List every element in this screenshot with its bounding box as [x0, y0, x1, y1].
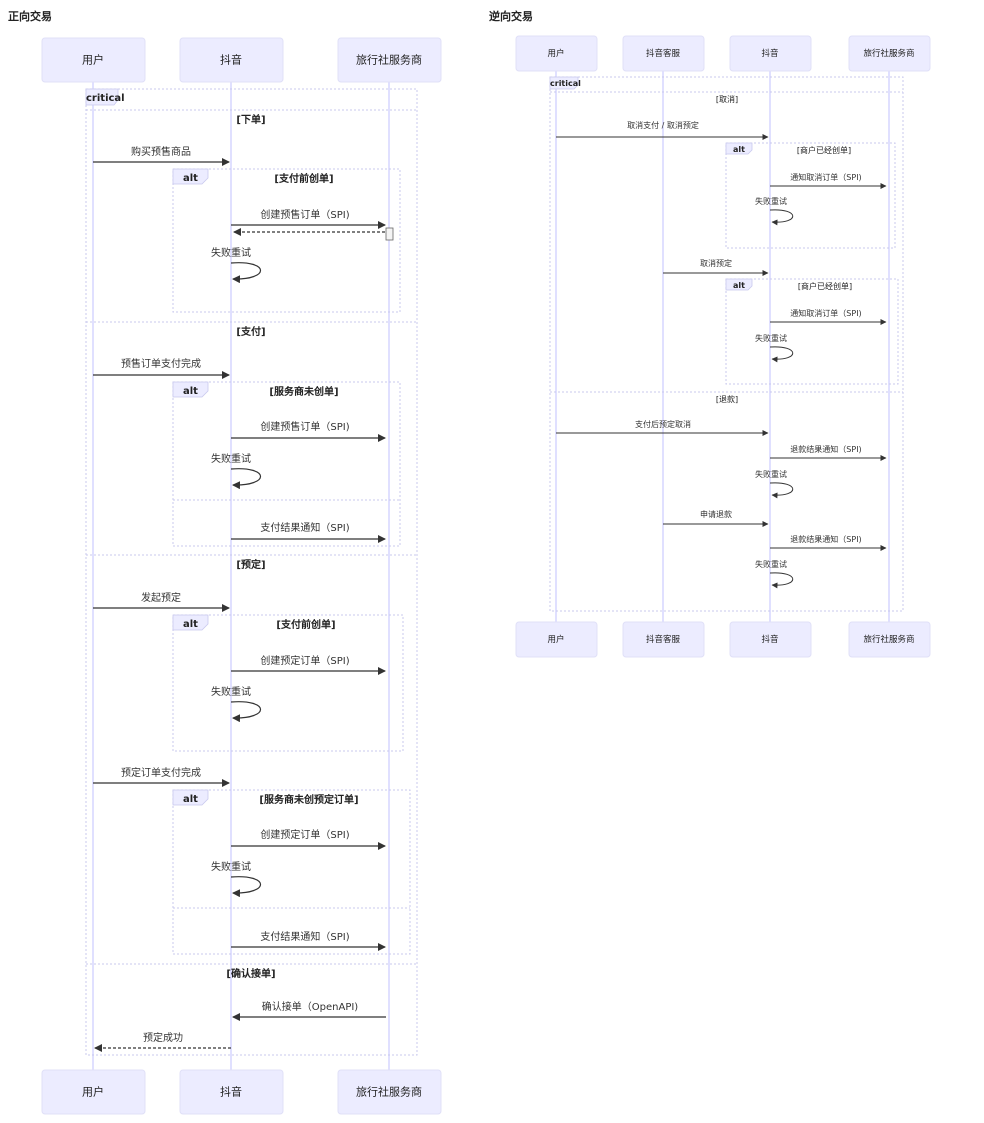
- alt-condition: [服务商未创预定订单]: [259, 793, 358, 806]
- alt-frame: alt [支付前创单]: [172, 168, 401, 313]
- self-loop-arrow: [230, 262, 262, 284]
- participant-label: 旅行社服务商: [863, 634, 914, 645]
- message-label: 预定成功: [143, 1031, 183, 1044]
- participant-douyin-top: 抖音: [729, 35, 812, 72]
- self-loop-arrow: [769, 482, 794, 499]
- forward-title: 正向交易: [8, 9, 52, 23]
- message-label: 申请退款: [700, 509, 732, 519]
- message-label: 确认接单（OpenAPI): [262, 1000, 359, 1013]
- participant-agency-top: 旅行社服务商: [337, 37, 442, 83]
- self-loop-arrow: [230, 468, 262, 490]
- participant-label: 抖音: [761, 634, 779, 645]
- message-label: 创建预售订单（SPI): [260, 420, 349, 433]
- message-label: 发起预定: [141, 591, 181, 604]
- alt-label: alt: [183, 386, 198, 397]
- participant-douyin-bottom: 抖音: [179, 1069, 284, 1115]
- alt-condition: [商户已经创单]: [797, 145, 851, 155]
- self-loop-arrow: [230, 701, 262, 723]
- alt-frame: alt [支付前创单]: [172, 614, 404, 752]
- message-label: 预售订单支付完成: [121, 357, 201, 370]
- self-loop-arrow: [769, 346, 794, 363]
- message-label: 退款结果通知（SPI): [790, 534, 861, 544]
- message-label: 失败重试: [755, 196, 787, 206]
- participant-label: 用户: [547, 634, 564, 645]
- section-condition: [预定]: [236, 558, 265, 571]
- section-condition: [退款]: [716, 394, 738, 404]
- alt-frame: alt [服务商未创单]: [172, 381, 401, 547]
- participant-label: 用户: [547, 48, 564, 59]
- section-condition: [确认接单]: [226, 967, 275, 980]
- critical-frame: critical: [85, 88, 418, 1056]
- participant-douyin-top: 抖音: [179, 37, 284, 83]
- participant-label: 抖音客服: [646, 48, 681, 59]
- alt-label: alt: [183, 794, 198, 805]
- message-label: 失败重试: [755, 469, 787, 479]
- participant-cs-top: 抖音客服: [622, 35, 705, 72]
- participant-user-top: 用户: [41, 37, 146, 83]
- reverse-title: 逆向交易: [489, 9, 533, 23]
- message-label: 失败重试: [211, 246, 251, 259]
- alt-condition: [服务商未创单]: [269, 385, 338, 398]
- message-label: 取消支付 / 取消预定: [627, 120, 699, 130]
- message-label: 创建预定订单（SPI): [260, 828, 349, 841]
- message-label: 支付结果通知（SPI): [260, 930, 349, 943]
- participant-label: 抖音客服: [646, 634, 681, 645]
- participant-label: 抖音: [761, 48, 779, 59]
- alt-frame: alt [服务商未创预定订单]: [172, 789, 411, 955]
- participant-agency-bottom: 旅行社服务商: [337, 1069, 442, 1115]
- alt-label: alt: [183, 619, 198, 630]
- alt-condition: [商户已经创单]: [798, 281, 852, 291]
- critical-frame: critical: [549, 76, 904, 612]
- alt-label: alt: [733, 145, 745, 154]
- participant-label: 抖音: [220, 53, 242, 67]
- participant-douyin-bottom: 抖音: [729, 621, 812, 658]
- alt-label: alt: [183, 173, 198, 184]
- self-loop-arrow: [769, 572, 794, 589]
- self-loop-arrow: [769, 209, 794, 226]
- participant-label: 用户: [82, 1085, 104, 1099]
- participant-agency-top: 旅行社服务商: [848, 35, 931, 72]
- alt-label: alt: [733, 281, 745, 290]
- participant-label: 旅行社服务商: [356, 53, 422, 67]
- message-label: 购买预售商品: [131, 145, 191, 158]
- participant-user-top: 用户: [515, 35, 598, 72]
- message-label: 支付结果通知（SPI): [260, 521, 349, 534]
- message-label: 失败重试: [211, 685, 251, 698]
- message-label: 支付后预定取消: [635, 419, 691, 429]
- alt-frame: alt [商户已经创单]: [725, 278, 899, 385]
- reverse-diagram: 逆向交易 用户 抖音客服 抖音 旅行社服务商 critical: [489, 9, 931, 658]
- participant-label: 旅行社服务商: [863, 48, 914, 59]
- section-condition: [取消]: [716, 94, 738, 104]
- forward-diagram: 正向交易 用户 抖音 旅行社服务商 critical [下单] [支付]: [8, 9, 442, 1115]
- alt-frame: alt [商户已经创单]: [725, 142, 896, 249]
- critical-label: critical: [550, 79, 581, 88]
- section-condition: [支付]: [236, 325, 265, 338]
- alt-condition: [支付前创单]: [274, 172, 333, 185]
- participant-label: 用户: [82, 53, 104, 67]
- critical-label: critical: [86, 93, 125, 104]
- message-label: 失败重试: [755, 333, 787, 343]
- message-label: 取消预定: [700, 258, 732, 268]
- participant-label: 旅行社服务商: [356, 1085, 422, 1099]
- participant-user-bottom: 用户: [515, 621, 598, 658]
- alt-condition: [支付前创单]: [276, 618, 335, 631]
- participant-user-bottom: 用户: [41, 1069, 146, 1115]
- activation-box: [385, 227, 394, 241]
- self-loop-arrow: [230, 876, 262, 898]
- section-condition: [下单]: [236, 113, 265, 126]
- participant-agency-bottom: 旅行社服务商: [848, 621, 931, 658]
- message-label: 退款结果通知（SPI): [790, 444, 861, 454]
- participant-label: 抖音: [220, 1085, 242, 1099]
- message-label: 失败重试: [211, 452, 251, 465]
- message-label: 通知取消订单（SPI): [790, 308, 861, 318]
- participant-cs-bottom: 抖音客服: [622, 621, 705, 658]
- message-label: 失败重试: [211, 860, 251, 873]
- message-label: 创建预售订单（SPI): [260, 208, 349, 221]
- message-label: 通知取消订单（SPI): [790, 172, 861, 182]
- message-label: 失败重试: [755, 559, 787, 569]
- message-label: 创建预定订单（SPI): [260, 654, 349, 667]
- message-label: 预定订单支付完成: [121, 766, 201, 779]
